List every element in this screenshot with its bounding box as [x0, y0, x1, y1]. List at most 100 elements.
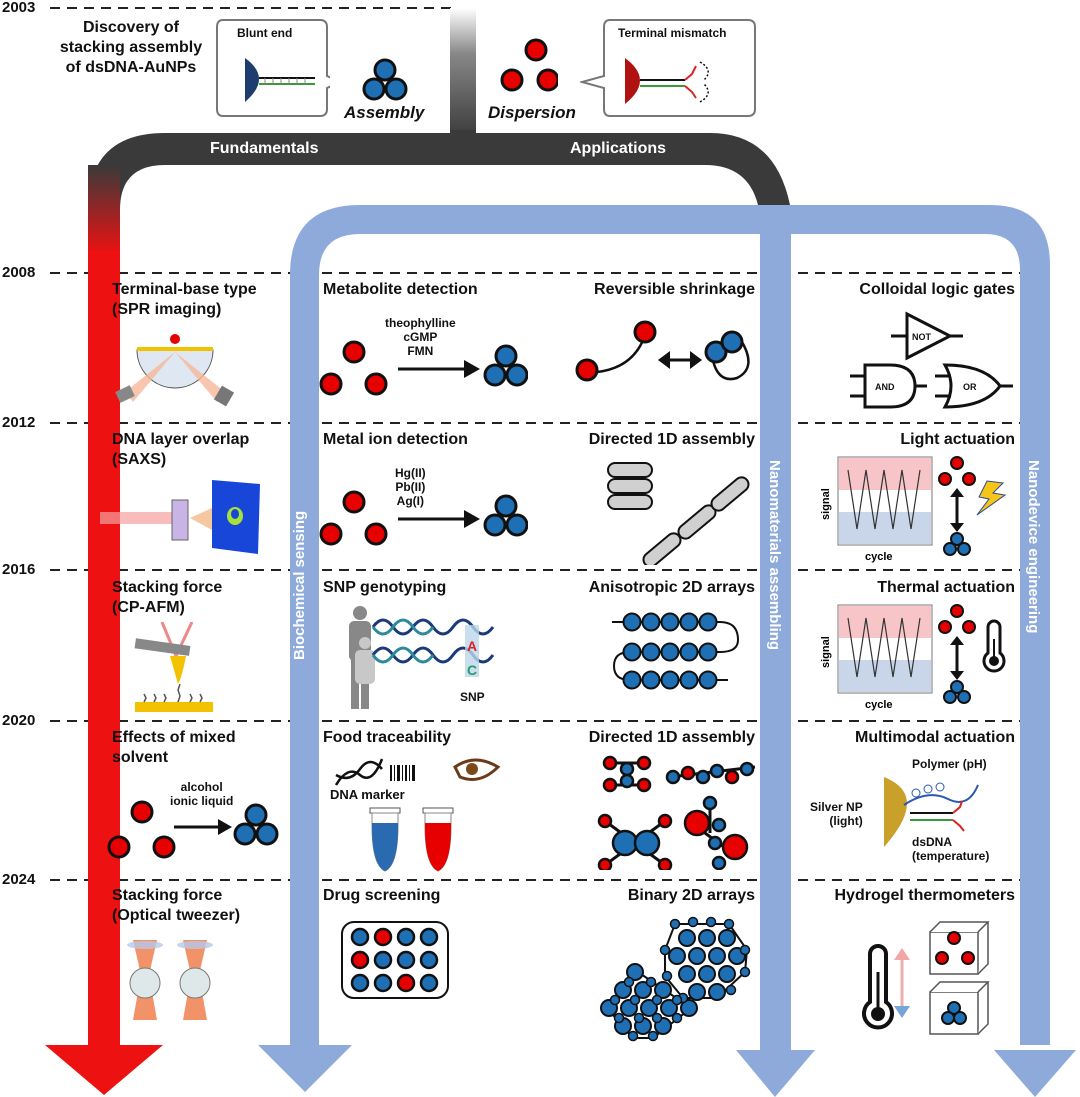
nanodevice-engineering-label: Nanodevice engineering	[1025, 460, 1042, 634]
year-gridlines	[50, 7, 1035, 881]
lattice-particle-large	[688, 947, 706, 965]
light-actuation-icon: signal cycle	[820, 456, 1007, 563]
biochemical-arrow-head	[258, 1045, 352, 1092]
title-line: Stacking force	[112, 579, 223, 596]
blunt-end-label: Blunt end	[237, 26, 293, 40]
lattice-particle-small	[661, 970, 673, 982]
lattice-particle-small	[629, 994, 641, 1006]
nanodevice-title: Thermal actuation	[877, 579, 1015, 596]
well-positive	[350, 950, 370, 970]
lattice-particle-large	[660, 999, 678, 1017]
fundamentals-arrow-gradient	[88, 165, 120, 255]
nanomaterials-title: Directed 1D assembly	[588, 431, 755, 448]
fundamentals-label: Fundamentals	[210, 140, 319, 157]
nanomaterials-arrow-shaft	[760, 205, 791, 1050]
reagent: Pb(II)	[395, 480, 426, 494]
lattice-particle-small	[687, 916, 699, 928]
reagent: Ag(I)	[396, 494, 424, 508]
lattice-particle-small	[645, 976, 657, 988]
reagent: Hg(II)	[395, 466, 426, 480]
reversible-shrinkage-icon	[575, 320, 750, 382]
lattice-particle-small	[651, 1012, 663, 1024]
lattice-particle-large	[680, 999, 698, 1017]
polymer-label: Polymer (pH)	[912, 757, 987, 771]
lattice-particle-large	[678, 965, 696, 983]
label-line: Silver NP	[810, 800, 863, 814]
lattice-particle-large	[698, 929, 716, 947]
year-label: 2016	[2, 561, 36, 578]
array-particle	[698, 670, 718, 690]
lattice-particle-small	[647, 1030, 659, 1042]
reagent: ionic liquid	[170, 794, 234, 808]
lattice-particle-large	[640, 999, 658, 1017]
nanomaterials-assembling-label: Nanomaterials assembling	[766, 460, 783, 651]
directed-1d-rods-icon	[607, 462, 750, 565]
array-particle	[622, 670, 642, 690]
lattice-particle-large	[668, 947, 686, 965]
thermal-actuation-icon: signal cycle	[820, 604, 1006, 711]
nanodevice-title: Multimodal actuation	[855, 729, 1015, 746]
title-line: (SAXS)	[112, 451, 167, 468]
year-label: 2003	[2, 0, 36, 16]
directed-1d-assembly-clusters-icon	[597, 755, 756, 870]
food-traceability-icon	[334, 758, 501, 872]
lattice-particle-small	[705, 916, 717, 928]
and-gate-icon	[863, 363, 917, 409]
array-particle	[660, 642, 680, 662]
year-label: 2012	[2, 414, 36, 431]
anisotropic-2d-array-icon	[612, 612, 740, 690]
lattice-particle-large	[626, 963, 644, 981]
x-axis-label: cycle	[865, 551, 893, 563]
well-negative	[396, 950, 416, 970]
reagent: theophylline	[385, 316, 456, 330]
blunt-end-bubble	[216, 19, 330, 117]
metal-ion-assay-icon	[319, 490, 528, 546]
well-positive	[396, 973, 416, 993]
well-negative	[419, 950, 439, 970]
lattice-particle-small	[725, 984, 737, 996]
lattice-particle-large	[708, 983, 726, 1001]
lattice-particle-large	[718, 929, 736, 947]
spr-imaging-icon	[115, 334, 235, 407]
discovery-title: Discovery of stacking assembly of dsDNA-…	[50, 18, 212, 78]
dna-helix-icon	[334, 758, 384, 786]
lattice-particle-small	[671, 994, 683, 1006]
eye-icon	[453, 758, 501, 781]
assembled-particles-icon	[362, 58, 408, 101]
lattice-particle-large	[678, 929, 696, 947]
array-particle	[660, 612, 680, 632]
terminal-mismatch-bubble	[580, 19, 756, 117]
applications-label: Applications	[570, 140, 667, 157]
array-particle	[641, 612, 661, 632]
biochemical-sensing-label: Biochemical sensing	[291, 510, 308, 660]
lattice-particle-small	[651, 994, 663, 1006]
dispersion-label: Dispersion	[488, 103, 576, 122]
silver-np-icon	[884, 777, 907, 847]
well-positive	[373, 927, 393, 947]
dna-marker-label: DNA marker	[330, 787, 405, 802]
fundamental-title: DNA layer overlap(SAXS)	[112, 430, 249, 470]
array-particle	[679, 612, 699, 632]
lattice-particle-small	[623, 976, 635, 988]
array-particle	[679, 670, 699, 690]
hydrogel-cube-blue	[929, 981, 990, 1035]
reagent: cGMP	[403, 330, 438, 344]
array-particle	[660, 670, 680, 690]
label-line: (temperature)	[912, 849, 990, 863]
well-negative	[396, 927, 416, 947]
or-gate-icon	[942, 363, 1002, 409]
terminal-mismatch-label: Terminal mismatch	[618, 26, 727, 40]
biochemical-title: SNP genotyping	[323, 579, 447, 596]
nanomaterials-arrow-head	[736, 1050, 815, 1097]
lattice-particle-small	[609, 994, 621, 1006]
biochemical-title: Drug screening	[323, 887, 441, 904]
year-label: 2020	[2, 712, 36, 729]
lattice-particle-small	[671, 1012, 683, 1024]
optical-tweezer-icon	[127, 940, 213, 1020]
lattice-particle-small	[739, 944, 751, 956]
lattice-particle-large	[708, 947, 726, 965]
barcode-icon	[390, 765, 415, 781]
array-particle	[641, 642, 661, 662]
